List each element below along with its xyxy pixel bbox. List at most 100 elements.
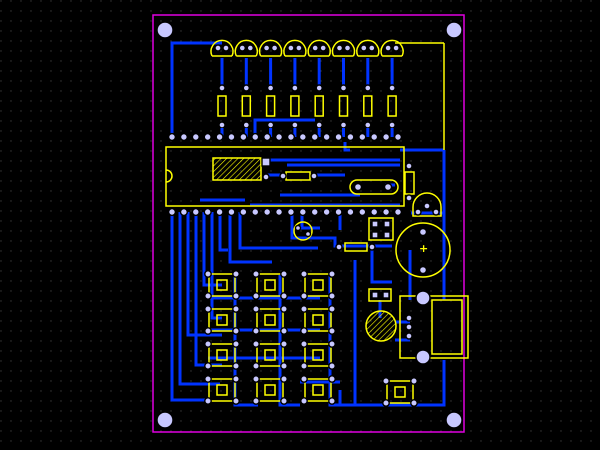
ic-pin-bottom	[370, 207, 379, 217]
resistor-body	[344, 242, 368, 252]
button-pad	[252, 362, 260, 370]
ic-pin-bottom	[251, 207, 260, 217]
transistor-outline	[412, 192, 442, 217]
led-pad	[238, 44, 247, 52]
pad	[423, 202, 431, 210]
ic-pin-bottom	[322, 207, 331, 217]
button-pad	[204, 375, 212, 383]
ic-pin-top	[310, 132, 319, 142]
led-pad	[222, 44, 230, 52]
button-outline	[256, 308, 284, 332]
crystal-body	[212, 157, 262, 181]
transistor	[412, 192, 442, 217]
button-pad	[300, 327, 308, 335]
keypad-button	[300, 340, 336, 370]
button-pad	[232, 270, 240, 278]
button-pad	[410, 399, 418, 407]
ic-pin-bottom	[298, 207, 307, 217]
pad	[418, 265, 428, 275]
jack-inner	[431, 299, 463, 355]
resistor-body	[265, 95, 276, 117]
trace	[170, 212, 205, 402]
button-pad	[328, 305, 336, 313]
led-outline	[307, 39, 331, 57]
potentiometer	[365, 310, 413, 342]
header-outline	[368, 217, 394, 241]
electrolytic-capacitor: +	[395, 222, 451, 278]
resistor-pad	[339, 121, 348, 129]
button-pad	[252, 327, 260, 335]
trace	[218, 212, 228, 252]
pad	[405, 194, 413, 202]
jack-pad	[415, 290, 431, 306]
header-pin	[371, 231, 379, 239]
capacitor-outline	[395, 222, 451, 278]
ic-pins	[167, 132, 403, 217]
button-outline	[208, 343, 236, 367]
trace	[194, 212, 222, 367]
button-outline	[208, 273, 236, 297]
keypad-button	[382, 377, 418, 407]
button-pad	[328, 270, 336, 278]
led-outline	[380, 39, 404, 57]
resistor-pad	[242, 84, 251, 92]
ic-pin-bottom	[382, 207, 391, 217]
small-cap-outline	[293, 221, 313, 241]
resistor-body	[314, 95, 324, 117]
pad	[294, 224, 302, 232]
button-outline	[208, 378, 236, 402]
button-pad	[300, 397, 308, 405]
trace	[170, 41, 222, 137]
button-pad	[280, 375, 288, 383]
led-outline	[331, 39, 356, 57]
button-cap	[394, 386, 406, 398]
button-pad	[328, 375, 336, 383]
reset-button	[382, 377, 418, 407]
button-outline	[256, 378, 284, 402]
ic-pin-top	[263, 132, 272, 142]
header-outline	[368, 288, 392, 302]
button-pad	[232, 340, 240, 348]
button-pad	[328, 340, 336, 348]
resistor-pad	[315, 121, 323, 129]
ic-pin-bottom	[203, 207, 212, 217]
resistor-body	[338, 95, 349, 117]
ic-pin-top	[298, 132, 307, 142]
button-cap	[216, 314, 228, 326]
button-outline	[256, 343, 284, 367]
ic-pin-bottom	[179, 207, 188, 217]
trace	[178, 212, 220, 386]
resistor-body	[290, 95, 300, 117]
button-outline	[208, 308, 236, 332]
ic-pin-top	[393, 132, 403, 142]
button-pad	[300, 270, 308, 278]
resistor-pad	[388, 121, 396, 129]
led-pad	[384, 44, 392, 52]
button-cap	[312, 384, 324, 396]
button-cap	[312, 314, 324, 326]
ic-pin-bottom	[191, 207, 200, 217]
button-pad	[252, 270, 260, 278]
keypad-button	[252, 270, 288, 300]
jack-pad	[415, 349, 431, 365]
button-cap	[216, 279, 228, 291]
button-pad	[204, 270, 212, 278]
led-pad	[335, 44, 344, 52]
button-cap	[264, 279, 276, 291]
mounting-holes	[156, 21, 463, 429]
resistor-r11	[335, 242, 376, 252]
led-pad	[360, 44, 368, 52]
led-pad	[392, 44, 400, 52]
led-pad	[368, 44, 376, 52]
pad	[405, 314, 413, 322]
microcontroller-ic	[165, 132, 415, 217]
pad	[405, 323, 413, 331]
header-pin	[383, 220, 391, 228]
ic-pin-bottom	[274, 207, 284, 217]
button-pad	[300, 375, 308, 383]
ic-pin-top	[370, 132, 379, 142]
led-pad	[311, 44, 319, 52]
button-pad	[280, 340, 288, 348]
